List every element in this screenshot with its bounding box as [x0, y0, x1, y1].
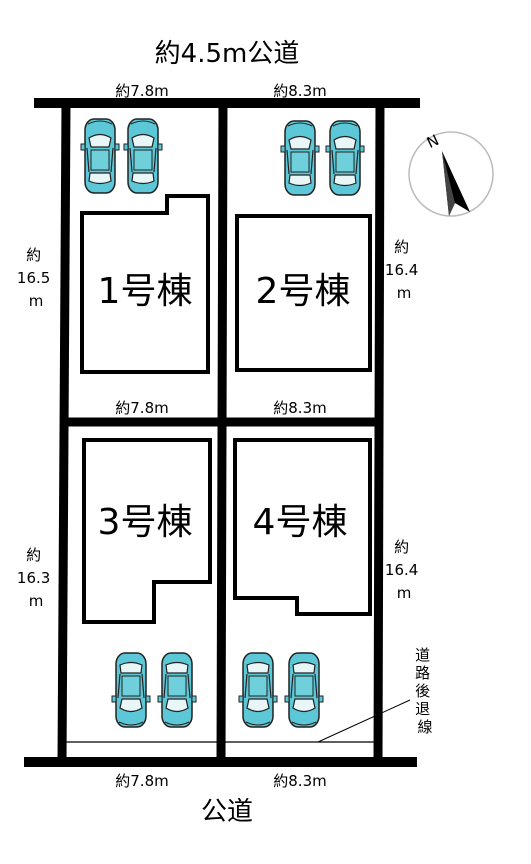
bottom-road-label: 公道 — [201, 797, 253, 827]
building-1-footprint — [80, 194, 210, 374]
dim-top-right: 約8.3m — [273, 82, 326, 100]
right-boundary-line — [373, 102, 385, 763]
building-2-label: 2号棟 — [256, 271, 351, 312]
lot1-depth-label: 約 16.5 m — [17, 246, 55, 310]
dim-bottom-left: 約7.8m — [115, 772, 168, 790]
lot3-depth-label: 約 16.3 m — [17, 546, 55, 610]
car-icon — [280, 120, 320, 196]
dim-mid-right: 約8.3m — [273, 399, 326, 417]
left-boundary-line — [57, 102, 71, 763]
building-3-label: 3号棟 — [98, 502, 193, 543]
car-icon — [325, 120, 365, 196]
dim-mid-left: 約7.8m — [115, 399, 168, 417]
lot2-depth-label: 約 16.4 m — [385, 238, 423, 302]
building-3-footprint — [82, 438, 212, 624]
dim-bottom-right: 約8.3m — [273, 772, 326, 790]
building-4-label: 4号棟 — [253, 502, 348, 543]
car-icon — [123, 118, 163, 194]
dim-top-left: 約7.8m — [115, 82, 168, 100]
building-4-footprint — [233, 438, 372, 616]
car-icon — [111, 652, 151, 728]
building-2-footprint — [235, 214, 372, 372]
car-icon — [284, 652, 324, 728]
top-road-label: 約4.5m公道 — [155, 39, 300, 69]
building-1-label: 1号棟 — [98, 271, 193, 312]
car-icon — [238, 652, 278, 728]
setback-leader-line — [317, 699, 411, 743]
setback-line-label: 道 路 後 退 線 — [415, 646, 435, 736]
compass-rose: N — [408, 131, 494, 217]
center-boundary-line — [216, 102, 228, 763]
car-icon — [157, 652, 197, 728]
lot4-depth-label: 約 16.4 m — [385, 538, 423, 602]
car-icon — [80, 118, 120, 194]
